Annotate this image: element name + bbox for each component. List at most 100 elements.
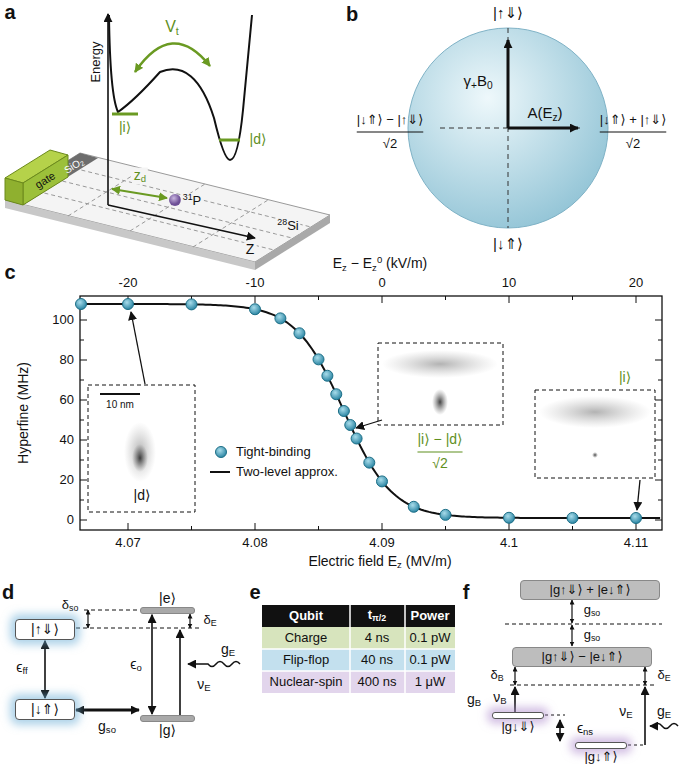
subscript: so	[69, 603, 78, 613]
transition-arrow	[559, 720, 561, 741]
tick	[636, 523, 637, 530]
table-header	[262, 605, 455, 627]
data-point	[351, 433, 362, 444]
table-header: tπ/2	[368, 608, 386, 624]
panel-a-illustration	[5, 14, 330, 270]
distance-label: zd	[132, 168, 148, 185]
energy-level: |g⟩	[140, 715, 195, 739]
tick	[80, 520, 87, 521]
level-label: |g⟩	[140, 722, 195, 739]
transition-label: ϵff	[16, 660, 27, 677]
detuning-arrow	[514, 667, 515, 685]
subscript: so	[591, 608, 600, 618]
tick	[80, 420, 84, 421]
inset-box	[88, 385, 195, 512]
transition-label: ϵns	[577, 721, 593, 738]
tick	[572, 526, 573, 530]
transition-label: gso	[98, 719, 116, 736]
table-cell: Flip-flop	[283, 653, 329, 667]
drive-arrow	[514, 687, 516, 712]
vector-arrow	[508, 127, 578, 130]
legend-text: Tight-binding	[236, 445, 311, 459]
axis-title: Ez − Ez0 (kV/m)	[333, 255, 428, 273]
tick	[655, 440, 662, 441]
substrate-label: 28Si	[275, 218, 300, 233]
tick	[509, 523, 510, 530]
energy-level: |e⟩	[140, 590, 195, 614]
superscript: 0	[377, 254, 382, 265]
inset-denominator: √2	[432, 456, 447, 471]
axis-label: Energy	[89, 41, 103, 82]
tick	[655, 320, 662, 321]
coupling-label: gE	[221, 642, 235, 659]
qubit-table	[262, 605, 455, 693]
level-bar	[140, 715, 195, 722]
superscript: 28	[277, 217, 287, 227]
data-point	[322, 370, 333, 381]
data-point	[567, 512, 578, 523]
inset-numerator: |i⟩ − |d⟩	[417, 432, 462, 447]
drive-arrow	[179, 630, 181, 715]
level-label: |g↑⇓⟩ + |e↓⇑⟩	[525, 582, 655, 598]
subscript: E	[229, 647, 235, 658]
table-row	[262, 671, 455, 693]
level-label: |g↓⇑⟩	[575, 749, 627, 765]
wavefunction	[592, 452, 598, 458]
inset-box	[378, 343, 503, 425]
tick-label: 20	[60, 473, 74, 487]
subscript: so	[591, 633, 600, 643]
dashed-level	[510, 685, 655, 686]
dashed-level	[628, 745, 645, 746]
data-point	[250, 304, 261, 315]
subscript: B	[500, 695, 506, 706]
table-cell: 40 ns	[361, 653, 393, 667]
coupling-arrow	[571, 625, 572, 646]
tick	[191, 526, 192, 530]
table-cell: 0.1 pW	[409, 631, 450, 645]
tick-label: -10	[246, 276, 265, 290]
panel-d-lines	[76, 610, 240, 715]
tick	[655, 360, 662, 361]
data-point	[408, 501, 419, 512]
level-label: |↑⇓⟩	[20, 621, 70, 638]
data-point	[331, 389, 342, 400]
tick	[658, 500, 662, 501]
axis-label: Z	[244, 242, 257, 257]
tick	[255, 296, 256, 303]
energy-level: |g↑⇓⟩ + |e↓⇑⟩	[520, 580, 660, 600]
plot-area	[76, 296, 662, 530]
tunnel-label: Vt	[165, 18, 179, 38]
level-label: |g↓⇓⟩	[492, 719, 544, 735]
tick-label: 20	[629, 276, 643, 290]
tick	[255, 523, 256, 530]
z-axis	[108, 205, 255, 238]
transition-label: ϵo	[130, 657, 141, 674]
scale-label: 10 nm	[106, 399, 134, 410]
tick-label: 4.1	[500, 536, 518, 550]
data-point	[76, 299, 87, 310]
tick	[128, 523, 129, 530]
legend-line	[210, 471, 230, 473]
coupling-label: gso	[584, 603, 601, 619]
tick	[80, 340, 84, 341]
table-cell: 4 ns	[365, 631, 390, 645]
data-point	[275, 313, 286, 324]
axis-title: Electric field Ez (MV/m)	[308, 554, 451, 571]
bloch-sphere	[408, 28, 608, 228]
donor-level	[219, 139, 240, 142]
slab-side	[255, 215, 330, 270]
tick	[572, 296, 573, 300]
data-point	[504, 512, 515, 523]
tick	[658, 340, 662, 341]
tick	[382, 296, 383, 303]
state-denominator: √2	[383, 137, 397, 151]
vector-arrow	[507, 40, 510, 128]
energy-level: |↓⇑⟩	[15, 699, 75, 720]
subscript: E	[665, 709, 671, 720]
gate-label: gate	[33, 169, 58, 191]
panel-letter: b	[346, 3, 358, 25]
tick-label: 40	[60, 433, 74, 447]
tick	[658, 380, 662, 381]
detuning-label: δE	[657, 668, 670, 684]
coupling-label: gso	[584, 628, 601, 644]
